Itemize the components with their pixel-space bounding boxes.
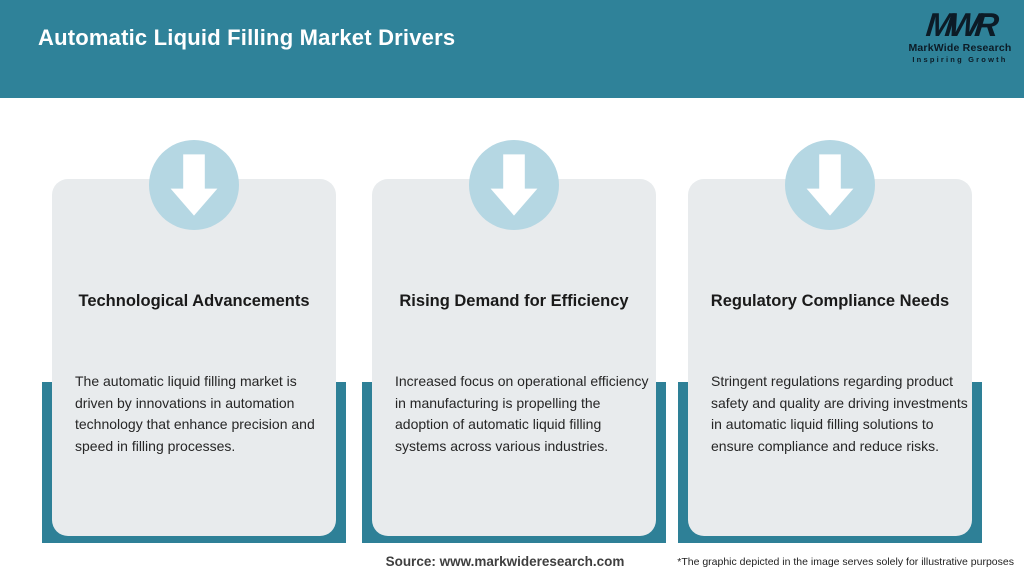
card-body: The automatic liquid filling market is d… [75,371,315,457]
page-title: Automatic Liquid Filling Market Drivers [38,25,456,50]
header-bar: Automatic Liquid Filling Market Drivers … [0,0,1024,98]
card-body-line: Increased focus on operational efficienc… [395,373,649,389]
card-body-line: in automatic liquid filling solutions to [711,416,934,432]
card-title: Rising Demand for Efficiency [399,292,629,310]
logo-name: MarkWide Research [908,42,1012,54]
card-body-line: speed in filling processes. [75,437,236,454]
driver-column-1: Technological Advancements The automatic… [42,140,346,543]
disclaimer-text: *The graphic depicted in the image serve… [677,556,1014,568]
card-body: Stringent regulations regarding product … [711,371,968,457]
card-body-line: systems across various industries. [395,437,609,454]
card-body-line: ensure compliance and reduce risks. [711,437,940,454]
source-text: Source: www.markwideresearch.com [385,554,625,569]
card-body-line: The automatic liquid filling market is [75,373,297,389]
card-body-line: adoption of automatic liquid filling [395,416,602,432]
mwr-monogram: MWR [924,6,996,43]
card-body-line: driven by innovations in automation [75,394,295,411]
card-body-line: in manufacturing is propelling the [395,394,601,411]
down-arrow-icon [149,140,239,230]
markwide-research-logo: MWR MarkWide Research Inspiring Growth [908,6,1012,64]
down-arrow-icon [785,140,875,230]
card-title: Technological Advancements [78,292,310,310]
card-body: Increased focus on operational efficienc… [395,371,648,457]
driver-column-3: Regulatory Compliance Needs Stringent re… [678,140,982,543]
driver-card: Rising Demand for Efficiency Increased f… [372,179,656,536]
driver-card: Technological Advancements The automatic… [52,179,336,536]
card-body-line: Stringent regulations regarding product [711,373,954,389]
down-arrow-icon [469,140,559,230]
logo-tagline: Inspiring Growth [912,55,1008,64]
card-body-line: technology that enhance precision and [75,416,315,432]
driver-column-2: Rising Demand for Efficiency Increased f… [362,140,666,543]
driver-card: Regulatory Compliance Needs Stringent re… [688,179,972,536]
card-body-line: safety and quality are driving investmen… [711,394,968,411]
card-title: Regulatory Compliance Needs [710,292,950,310]
